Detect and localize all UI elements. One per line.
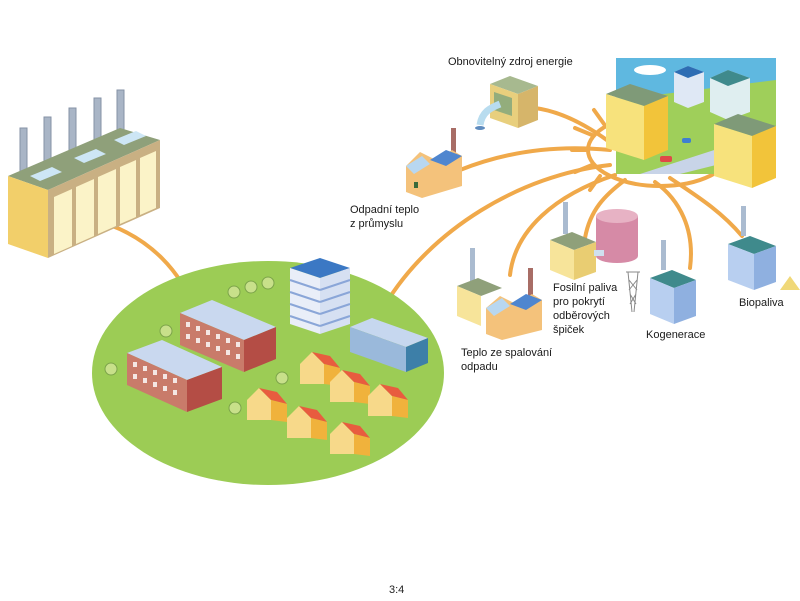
label-line: odpadu — [461, 361, 498, 373]
fossil-plant-tank-icon — [550, 202, 638, 280]
houses — [247, 352, 408, 456]
cogeneration-plant-icon — [650, 240, 696, 324]
label-fossil-peak: Fosilní paliva pro pokrytí odběrových šp… — [553, 281, 617, 337]
label-biofuel: Biopaliva — [739, 296, 784, 310]
label-line: Fosilní paliva — [553, 282, 618, 294]
label-line: Biopaliva — [739, 297, 784, 309]
power-pylon-icon — [626, 271, 640, 313]
label-waste-incineration: Teplo ze spalování odpadu — [461, 346, 552, 374]
pipe-fossil-to-city — [583, 178, 627, 240]
label-line: pro pokrytí — [553, 296, 605, 308]
incineration-plant-icon — [457, 248, 542, 340]
pipe-industry-to-city — [458, 146, 612, 172]
label-line: Odpadní teplo — [350, 204, 420, 216]
page-label: 3:4 — [389, 584, 405, 596]
label-line: Obnovitelný zdroj energie — [448, 56, 573, 68]
label-industry-waste-heat: Odpadní teplo z průmyslu — [350, 203, 419, 231]
label-line: Kogenerace — [646, 329, 706, 341]
large-power-plant-icon — [8, 89, 160, 258]
pipe-cogeneration-to-city — [653, 180, 693, 270]
industrial-factory-icon — [406, 128, 462, 198]
label-line: z průmyslu — [350, 218, 404, 230]
hydro-building-icon — [475, 76, 538, 130]
label-line: Teplo ze spalování — [461, 347, 553, 359]
residential-district-icon — [92, 258, 444, 485]
label-renewable: Obnovitelný zdroj energie — [448, 55, 573, 69]
city-block-icon — [606, 58, 776, 188]
label-line: špiček — [553, 324, 585, 336]
label-cogeneration: Kogenerace — [646, 328, 705, 342]
pipe-biofuel-to-city — [668, 176, 744, 238]
biomass-plant-icon — [728, 206, 800, 290]
label-line: odběrových — [553, 310, 610, 322]
